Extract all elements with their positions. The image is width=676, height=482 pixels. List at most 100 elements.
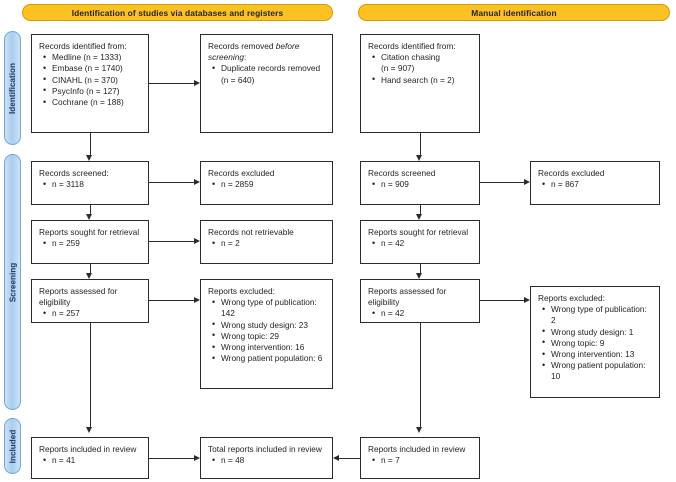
list-item: n = 3118 — [43, 179, 142, 190]
list-item: Wrong study design: 1 — [542, 326, 653, 338]
box-db-reports-sought: Reports sought for retrieval n = 259 — [31, 220, 149, 264]
box-header: Records removed before screening: — [208, 41, 300, 63]
connector-db-screened-to-sought — [89, 205, 91, 216]
arrowhead-down — [86, 427, 92, 433]
banner-databases-registers: Identification of studies via databases … — [22, 4, 333, 21]
box-header: Reports excluded: — [538, 293, 605, 303]
box-header: Reports included in review — [368, 444, 466, 454]
box-item-list: n = 909 — [368, 179, 473, 190]
list-item: Wrong intervention: 16 — [212, 342, 326, 353]
arrowhead-right — [524, 296, 530, 303]
list-item: n = 259 — [43, 238, 142, 249]
connector-manual-screened-to-sought — [419, 205, 421, 216]
box-db-reports-assessed: Reports assessed for eligibility n = 257 — [31, 279, 149, 323]
list-item: n = 257 — [43, 308, 142, 319]
banner-label: Manual identification — [471, 7, 557, 18]
arrowhead-down — [86, 214, 92, 220]
arrowhead-right — [194, 79, 200, 86]
list-item: Wrong type of publication: 2 — [542, 304, 653, 326]
box-header: Reports included in review — [39, 444, 137, 454]
list-item: Wrong topic: 9 — [542, 337, 653, 349]
list-item: Wrong study design: 23 — [212, 319, 326, 331]
box-item-list: n = 7 — [368, 455, 473, 466]
connector-db-assessed-to-included — [89, 323, 91, 429]
stage-pill-label: Identification — [8, 62, 18, 114]
box-header: Records identified from: — [368, 41, 456, 51]
box-db-reports-excluded: Reports excluded: Wrong type of publicat… — [200, 279, 333, 389]
box-item-list: n = 41 — [39, 455, 142, 466]
box-manual-reports-sought: Reports sought for retrieval n = 42 — [360, 220, 480, 264]
list-item: Wrong type of publication: 142 — [212, 297, 326, 319]
list-item: Wrong intervention: 13 — [542, 349, 653, 360]
box-manual-records-screened: Records screened n = 909 — [360, 161, 480, 205]
box-item-list: n = 257 — [39, 308, 142, 319]
box-item-list: n = 2 — [208, 238, 326, 249]
list-item: Duplicate records removed — [212, 63, 326, 74]
connector-manual-assessed-to-excluded — [480, 300, 524, 302]
arrowhead-right — [194, 178, 200, 185]
banner-label: Identification of studies via databases … — [71, 7, 284, 18]
list-item: n = 909 — [372, 179, 473, 190]
connector-manual-screened-to-excluded — [480, 182, 524, 184]
connector-db-screened-to-excluded — [149, 182, 194, 184]
list-item: n = 2859 — [212, 179, 326, 190]
connector-db-sought-to-assessed — [89, 264, 91, 275]
box-manual-records-excluded: Records excluded n = 867 — [530, 161, 660, 205]
connector-db-assessed-to-excluded — [149, 300, 194, 302]
arrowhead-right — [524, 178, 530, 185]
list-item: n = 48 — [212, 455, 326, 466]
list-item: PsycInfo (n = 127) — [43, 85, 142, 97]
box-header: Records not retrievable — [208, 227, 294, 237]
box-header: Reports excluded: — [208, 286, 275, 296]
list-item: Wrong patient population: 10 — [542, 360, 653, 382]
connector-db-identified-to-removed — [149, 83, 194, 85]
box-manual-reports-assessed: Reports assessed for eligibility n = 42 — [360, 279, 480, 323]
box-manual-reports-included: Reports included in review n = 7 — [360, 437, 480, 479]
list-item: Hand search (n = 2) — [372, 74, 473, 86]
arrowhead-down — [416, 155, 422, 161]
box-total-reports-included: Total reports included in review n = 48 — [200, 437, 333, 479]
list-item: n = 41 — [43, 455, 142, 466]
box-item-list: Citation chasing (n = 907) Hand search (… — [368, 52, 473, 86]
connector-manual-included-to-total — [339, 458, 360, 460]
box-item-list: n = 2859 — [208, 179, 326, 190]
box-item-list: n = 42 — [368, 238, 473, 249]
box-header: Records screened — [368, 168, 436, 178]
list-item: Cochrane (n = 188) — [43, 97, 142, 108]
arrowhead-right — [194, 454, 200, 461]
box-item-list: Wrong type of publication: 2 Wrong study… — [538, 304, 653, 382]
box-item-list: n = 259 — [39, 238, 142, 249]
connector-manual-sought-to-assessed — [419, 264, 421, 275]
connector-db-sought-to-not-retrievable — [149, 241, 194, 243]
arrowhead-down — [416, 214, 422, 220]
stage-pill-label: Screening — [8, 262, 17, 302]
box-db-reports-included: Reports included in review n = 41 — [31, 437, 149, 479]
box-header: Records excluded — [538, 168, 605, 178]
box-manual-records-identified: Records identified from: Citation chasin… — [360, 34, 480, 133]
connector-manual-assessed-to-included — [419, 323, 421, 429]
box-item-list: Wrong type of publication: 142 Wrong stu… — [208, 297, 326, 364]
list-item: n = 42 — [372, 308, 473, 319]
banner-manual-identification: Manual identification — [358, 4, 670, 21]
box-item-list: n = 48 — [208, 455, 326, 466]
box-header: Reports sought for retrieval — [39, 227, 140, 237]
list-item: (n = 907) — [381, 63, 415, 74]
list-item: Embase (n = 1740) — [43, 63, 142, 74]
box-header: Records excluded — [208, 168, 275, 178]
stage-pill-label: Included — [8, 429, 18, 463]
list-item: n = 7 — [372, 455, 473, 466]
connector-db-identified-to-screened — [89, 133, 91, 157]
stage-pill-identification: Identification — [4, 31, 21, 145]
list-item: CINAHL (n = 370) — [43, 74, 142, 86]
list-item: Medline (n = 1333) — [43, 52, 142, 63]
box-header: Reports assessed for eligibility — [368, 286, 447, 308]
stage-pill-included: Included — [4, 418, 21, 474]
arrowhead-right — [194, 237, 200, 244]
box-item-list: n = 867 — [538, 179, 653, 190]
arrowhead-down — [416, 427, 422, 433]
box-item-list: n = 42 — [368, 308, 473, 319]
box-item-list: Medline (n = 1333) Embase (n = 1740) CIN… — [39, 52, 142, 108]
box-db-records-excluded: Records excluded n = 2859 — [200, 161, 333, 205]
list-item: n = 42 — [372, 238, 473, 249]
